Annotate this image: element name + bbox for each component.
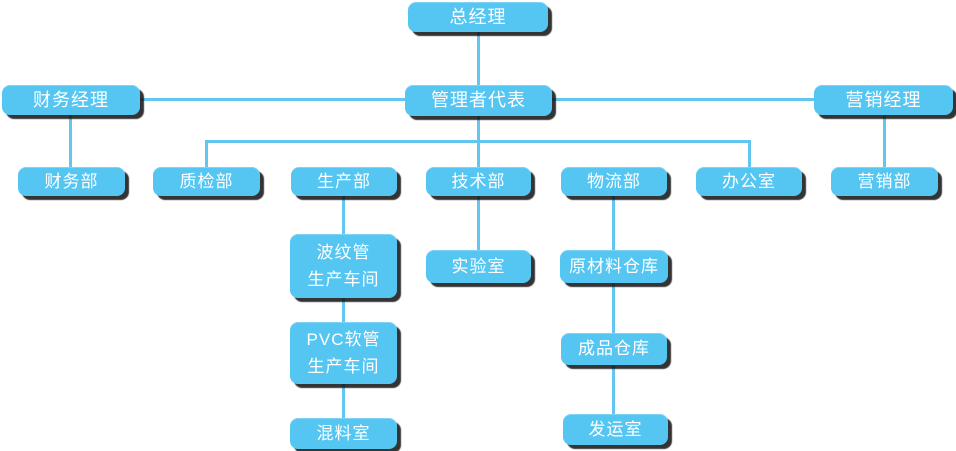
org-node-marketing-dept: 营销部 — [831, 167, 938, 196]
org-node-finished-goods-warehouse: 成品仓库 — [561, 333, 667, 365]
connector-bus-to-office — [748, 140, 751, 167]
org-node-qa-dept: 质检部 — [153, 167, 260, 196]
org-node-finance-manager: 财务经理 — [2, 85, 140, 115]
connector-logistics-to-raw-warehouse — [612, 196, 615, 250]
connector-marketing-mgr-to-marketing-dept — [883, 115, 886, 167]
org-node-management-representative: 管理者代表 — [405, 85, 552, 116]
org-node-laboratory: 实验室 — [426, 250, 531, 283]
org-node-technology-dept: 技术部 — [426, 167, 531, 196]
connector-production-to-corrugated — [342, 196, 345, 234]
org-node-raw-material-warehouse: 原材料仓库 — [560, 250, 668, 283]
connector-rep-to-marketing-mgr — [552, 98, 814, 101]
org-node-shipping-room: 发运室 — [563, 414, 668, 445]
org-node-pvc-hose-workshop: PVC软管 生产车间 — [290, 322, 397, 384]
org-node-logistics-dept: 物流部 — [561, 167, 667, 196]
connector-gm-to-rep — [477, 32, 480, 85]
connector-bus-to-qa-dept — [205, 140, 208, 167]
connector-raw-to-finished-warehouse — [612, 283, 615, 333]
connector-rep-to-finance-mgr — [140, 98, 405, 101]
org-node-corrugated-pipe-workshop: 波纹管 生产车间 — [290, 234, 397, 298]
connector-dept-bus — [205, 140, 751, 143]
org-node-general-manager: 总经理 — [408, 2, 548, 32]
org-node-finance-dept: 财务部 — [18, 167, 125, 196]
org-node-office: 办公室 — [696, 167, 802, 196]
connector-technology-to-laboratory — [477, 196, 480, 250]
connector-pvc-to-mixing — [342, 384, 345, 418]
connector-finance-mgr-to-finance-dept — [69, 115, 72, 167]
org-node-production-dept: 生产部 — [291, 167, 397, 196]
connector-finished-to-shipping — [612, 365, 615, 414]
org-node-mixing-room: 混料室 — [290, 418, 397, 449]
connector-corrugated-to-pvc — [342, 298, 345, 322]
org-node-marketing-manager: 营销经理 — [814, 85, 953, 115]
